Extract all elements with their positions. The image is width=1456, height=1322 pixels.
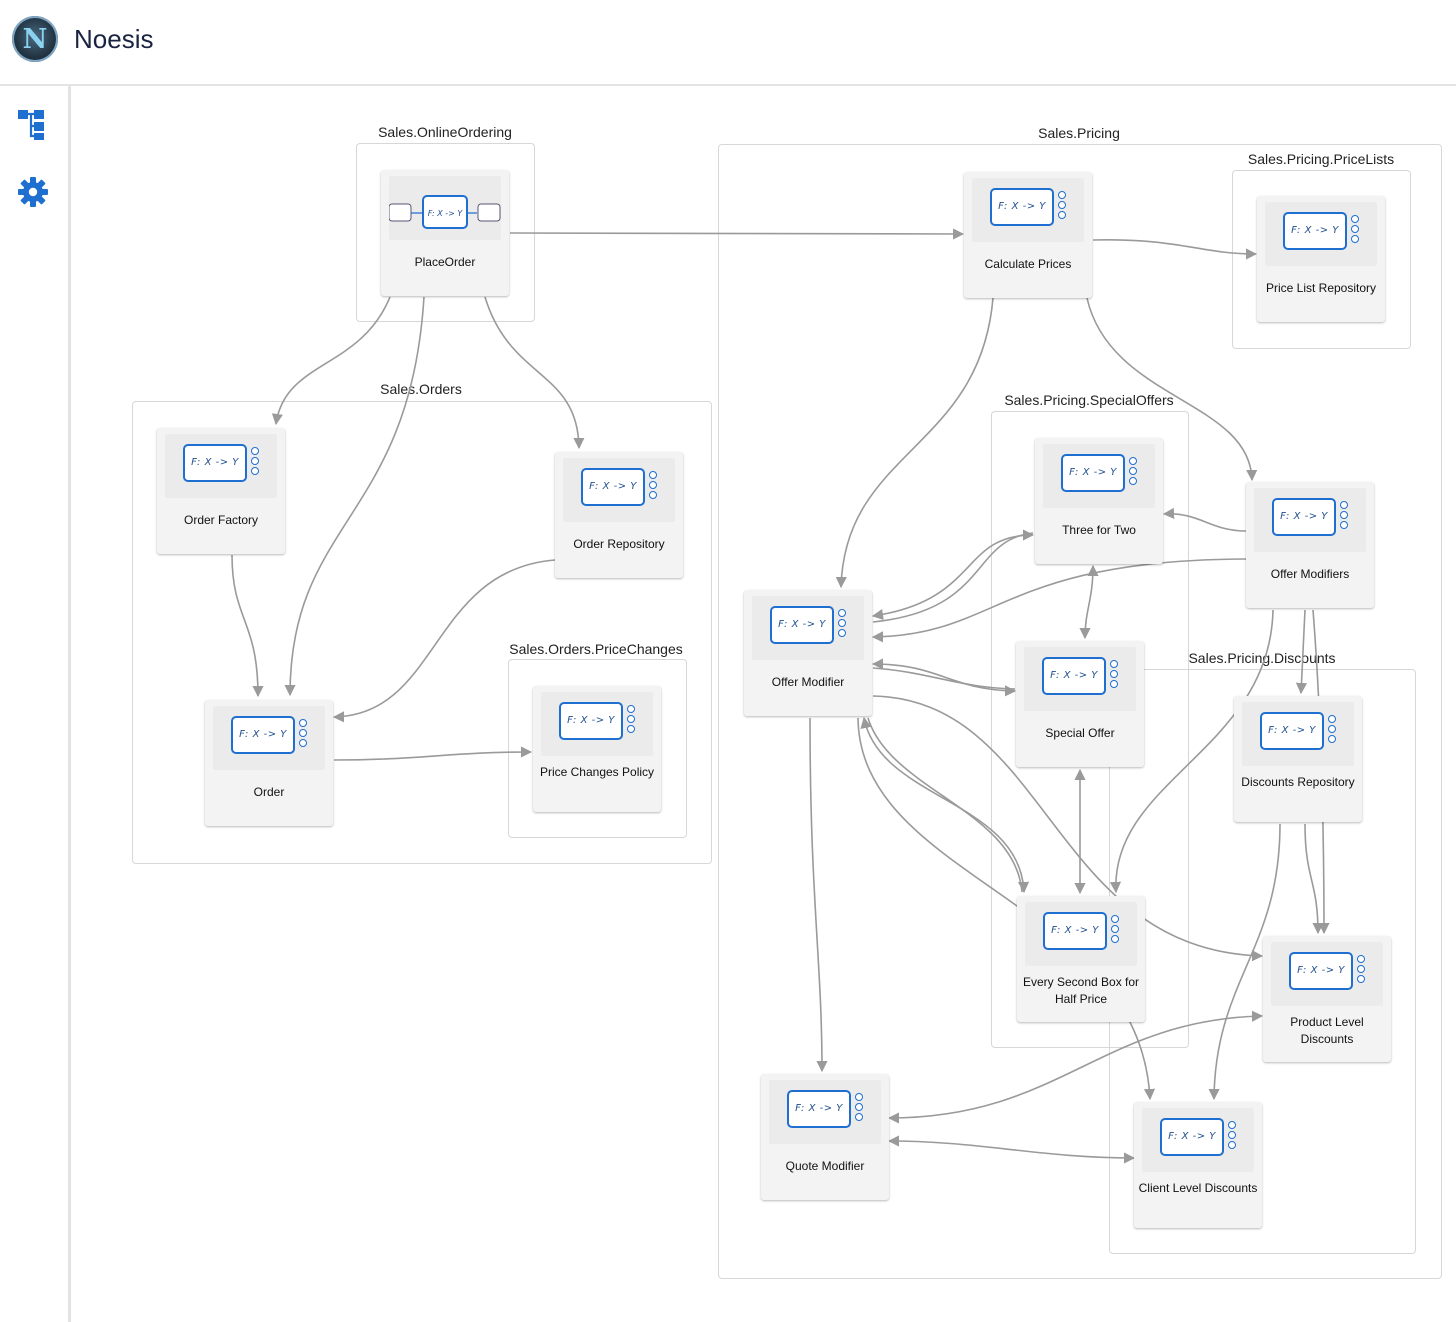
node-discounts-repository[interactable]: F: X -> Y Discounts Repository	[1234, 696, 1362, 822]
node-price-list-repository[interactable]: F: X -> Y Price List Repository	[1257, 196, 1385, 322]
function-icon: F: X -> Y	[1260, 712, 1324, 750]
node-label: Client Level Discounts	[1138, 1181, 1258, 1195]
function-icon: F: X -> Y	[1043, 912, 1107, 950]
group-label-sales-orders: Sales.Orders	[380, 381, 462, 397]
group-label-sales-pricing-special-offers: Sales.Pricing.SpecialOffers	[1004, 392, 1174, 408]
hierarchy-icon	[18, 110, 44, 140]
function-icon: F: X -> Y	[581, 468, 645, 506]
node-product-level-discounts[interactable]: F: X -> Y Product Level Discounts	[1263, 936, 1391, 1062]
svg-text:F: X -> Y: F: X -> Y	[428, 209, 464, 218]
ports-icon	[1058, 191, 1066, 221]
node-label: Price Changes Policy	[539, 765, 655, 779]
function-icon: F: X -> Y	[559, 702, 623, 740]
use-case-flow-icon: F: X -> Y	[389, 195, 501, 229]
node-order[interactable]: F: X -> Y Order	[205, 700, 333, 826]
node-offer-modifiers[interactable]: F: X -> Y Offer Modifiers	[1246, 482, 1374, 608]
place-order-icon-area: F: X -> Y	[389, 176, 501, 240]
function-icon-area: F: X -> Y	[1271, 942, 1383, 1006]
ports-icon	[1351, 215, 1359, 245]
gear-icon	[18, 177, 48, 207]
node-label: Quote Modifier	[785, 1159, 865, 1173]
group-sales-orders-price-changes	[508, 659, 687, 838]
node-price-changes-policy[interactable]: F: X -> Y Price Changes Policy	[533, 686, 661, 812]
function-icon: F: X -> Y	[1160, 1118, 1224, 1156]
function-icon-area: F: X -> Y	[213, 706, 325, 770]
node-place-order[interactable]: F: X -> Y PlaceOrder	[381, 170, 509, 296]
app-title: Noesis	[74, 24, 154, 54]
ports-icon	[627, 705, 635, 735]
node-label: Every Second Box for Half Price	[1022, 975, 1140, 1006]
noesis-logo[interactable]: N	[12, 16, 58, 62]
group-sales-pricing	[718, 144, 1442, 1279]
ports-icon	[1129, 457, 1137, 487]
group-label-sales-pricing: Sales.Pricing	[1038, 125, 1120, 141]
ports-icon	[1110, 660, 1118, 690]
logo-letter: N	[22, 24, 48, 55]
node-label: Product Level Discounts	[1290, 1015, 1364, 1046]
node-every-second-box[interactable]: F: X -> Y Every Second Box for Half Pric…	[1017, 896, 1145, 1022]
function-icon-area: F: X -> Y	[752, 596, 864, 660]
function-icon-area: F: X -> Y	[1024, 647, 1136, 711]
group-sales-pricing-price-lists	[1232, 170, 1411, 349]
group-label-sales-orders-price-changes: Sales.Orders.PriceChanges	[509, 641, 683, 657]
node-label: Price List Repository	[1265, 281, 1377, 295]
group-label-sales-pricing-discounts: Sales.Pricing.Discounts	[1188, 650, 1336, 666]
function-icon: F: X -> Y	[990, 188, 1054, 226]
node-label: Order Factory	[183, 513, 258, 527]
function-icon-area: F: X -> Y	[1254, 488, 1366, 552]
function-icon: F: X -> Y	[231, 716, 295, 754]
node-label: Discounts Repository	[1241, 775, 1355, 789]
group-label-sales-pricing-price-lists: Sales.Pricing.PriceLists	[1247, 151, 1395, 167]
function-icon: F: X -> Y	[183, 444, 247, 482]
function-icon-area: F: X -> Y	[541, 692, 653, 756]
function-icon-area: F: X -> Y	[972, 178, 1084, 242]
ports-icon	[251, 447, 259, 477]
node-label: Order	[253, 785, 285, 799]
sidebar	[0, 86, 71, 1322]
node-order-factory[interactable]: F: X -> Y Order Factory	[157, 428, 285, 554]
ports-icon	[1340, 501, 1348, 531]
ports-icon	[855, 1093, 863, 1123]
node-offer-modifier[interactable]: F: X -> Y Offer Modifier	[744, 590, 872, 716]
node-label: Three for Two	[1062, 523, 1136, 537]
ports-icon	[649, 471, 657, 501]
ports-icon	[1328, 715, 1336, 745]
group-label-sales-online-ordering: Sales.OnlineOrdering	[378, 124, 512, 140]
function-icon-area: F: X -> Y	[1142, 1108, 1254, 1172]
node-label: Offer Modifier	[771, 675, 845, 689]
hierarchy-view-button[interactable]	[14, 104, 52, 142]
node-special-offer[interactable]: F: X -> Y Special Offer	[1016, 641, 1144, 767]
node-client-level-discounts[interactable]: F: X -> Y Client Level Discounts	[1134, 1102, 1262, 1228]
node-three-for-two[interactable]: F: X -> Y Three for Two	[1035, 438, 1163, 564]
function-icon: F: X -> Y	[1061, 454, 1125, 492]
function-icon: F: X -> Y	[1042, 657, 1106, 695]
function-icon-area: F: X -> Y	[1043, 444, 1155, 508]
node-label: Offer Modifiers	[1270, 567, 1350, 581]
node-label: Special Offer	[1045, 726, 1115, 740]
function-icon: F: X -> Y	[1283, 212, 1347, 250]
function-icon-area: F: X -> Y	[165, 434, 277, 498]
function-icon-area: F: X -> Y	[1025, 902, 1137, 966]
node-label: PlaceOrder	[414, 255, 476, 269]
function-icon-area: F: X -> Y	[563, 458, 675, 522]
function-icon: F: X -> Y	[1272, 498, 1336, 536]
ports-icon	[299, 719, 307, 749]
function-icon: F: X -> Y	[787, 1090, 851, 1128]
function-icon: F: X -> Y	[770, 606, 834, 644]
function-icon: F: X -> Y	[1289, 952, 1353, 990]
function-icon-area: F: X -> Y	[1242, 702, 1354, 766]
ports-icon	[838, 609, 846, 639]
node-label: Calculate Prices	[984, 257, 1072, 271]
ports-icon	[1111, 915, 1119, 945]
ports-icon	[1357, 955, 1365, 985]
node-calculate-prices[interactable]: F: X -> Y Calculate Prices	[964, 172, 1092, 298]
node-order-repository[interactable]: F: X -> Y Order Repository	[555, 452, 683, 578]
ports-icon	[1228, 1121, 1236, 1151]
top-bar: N Noesis	[0, 0, 1456, 86]
node-label: Order Repository	[573, 537, 665, 551]
settings-button[interactable]	[14, 172, 52, 210]
function-icon-area: F: X -> Y	[769, 1080, 881, 1144]
node-quote-modifier[interactable]: F: X -> Y Quote Modifier	[761, 1074, 889, 1200]
function-icon-area: F: X -> Y	[1265, 202, 1377, 266]
